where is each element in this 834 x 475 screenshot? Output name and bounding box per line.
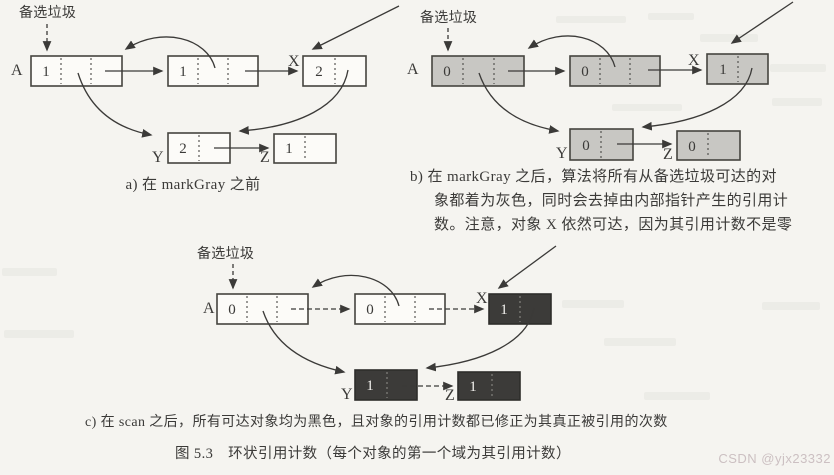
caption-b-line3: 数。注意，对象 X 依然可达，因为其引用计数不是零 — [434, 215, 792, 233]
caption-b-line2: 象都着为灰色，同时会去掉由内部指针产生的引用计 — [434, 192, 788, 209]
node-x-letter: X — [688, 52, 700, 69]
node-y-refcount: 0 — [582, 138, 590, 154]
bleed-artifact — [644, 392, 710, 400]
node-z-refcount: 0 — [688, 139, 696, 155]
bleed-artifact — [604, 338, 676, 346]
node-y-refcount: 1 — [366, 378, 374, 394]
figure-caption: 图 5.3 环状引用计数（每个对象的第一个域为其引用计数） — [175, 444, 571, 462]
diagram-a: 备选垃圾 A 1 1 X 2 Y 2 Z 1 a) 在 markGray 之前 — [11, 4, 400, 193]
bleed-artifact — [648, 13, 694, 20]
pointer-a-to-y — [478, 72, 560, 134]
external-reference-arrow — [730, 1, 794, 44]
candidate-garbage-label: 备选垃圾 — [197, 245, 254, 262]
node-x-refcount: 1 — [719, 62, 727, 78]
node-z-refcount: 1 — [469, 379, 477, 395]
node-x-refcount: 1 — [500, 302, 508, 318]
bleed-artifact — [770, 64, 826, 72]
node-z-refcount: 1 — [285, 141, 293, 157]
node-x-box — [488, 293, 552, 325]
node-b-refcount: 0 — [366, 302, 374, 318]
node-b-box — [569, 55, 661, 87]
watermark: CSDN @yjx23332 — [718, 451, 831, 466]
node-z-box — [676, 130, 741, 161]
node-b-refcount: 0 — [581, 64, 589, 80]
caption-b-line1: b) 在 markGray 之后，算法将所有从备选垃圾可达的对 — [410, 167, 777, 185]
bleed-artifact — [4, 330, 74, 338]
caption-c: c) 在 scan 之后，所有可达对象均为黑色，且对象的引用计数都已修正为其真正… — [85, 413, 668, 430]
pointer-x-to-y — [641, 67, 753, 131]
node-z-letter: Z — [663, 146, 673, 163]
node-z-box — [457, 371, 521, 401]
node-y-letter: Y — [341, 386, 353, 403]
diagram-c: 备选垃圾 A 0 0 X 1 Y 1 Z 1 c) 在 scan 之后，所有可达… — [85, 245, 668, 430]
node-x-letter: X — [476, 290, 488, 307]
node-z-letter: Z — [445, 387, 455, 404]
bleed-artifact — [2, 268, 57, 276]
node-y-refcount: 2 — [179, 141, 187, 157]
bleed-artifact — [700, 34, 758, 42]
bleed-artifact — [562, 300, 624, 308]
node-b-refcount: 1 — [179, 64, 187, 80]
node-y-letter: Y — [556, 145, 568, 162]
node-y-letter: Y — [152, 149, 164, 166]
node-x-refcount: 2 — [315, 64, 323, 80]
node-x-box — [706, 53, 769, 85]
pointer-a-to-y — [77, 72, 153, 138]
pointer-x-to-y — [425, 307, 535, 372]
pointer-a-to-y — [262, 310, 346, 375]
candidate-garbage-label: 备选垃圾 — [420, 9, 477, 26]
bleed-artifact — [772, 98, 822, 106]
node-a-refcount: 0 — [443, 64, 451, 80]
cycle-pointer-b-to-a — [527, 35, 616, 68]
candidate-garbage-label: 备选垃圾 — [19, 4, 76, 21]
node-a-refcount: 1 — [42, 64, 50, 80]
bleed-artifact — [762, 302, 820, 310]
node-z-letter: Z — [260, 149, 270, 166]
pointer-x-to-y — [238, 69, 349, 135]
cycle-pointer-b-to-a — [311, 274, 400, 307]
caption-a: a) 在 markGray 之前 — [125, 176, 260, 193]
node-a-letter: A — [203, 300, 215, 317]
node-a-letter: A — [11, 62, 23, 79]
bleed-artifact — [612, 104, 682, 111]
bleed-artifacts — [2, 13, 826, 400]
node-a-refcount: 0 — [228, 302, 236, 318]
external-reference-arrow — [311, 5, 400, 50]
node-x-letter: X — [288, 53, 300, 70]
external-reference-arrow — [497, 245, 557, 289]
node-a-letter: A — [407, 61, 419, 78]
bleed-artifact — [556, 16, 626, 23]
diagram-b: 备选垃圾 A 0 0 X 1 Y 0 Z 0 b) 在 markGray 之后，… — [407, 1, 794, 233]
node-y-box — [354, 369, 418, 401]
cycle-pointer-b-to-a — [124, 36, 216, 69]
node-x-box — [302, 55, 367, 87]
node-z-box — [273, 133, 337, 164]
